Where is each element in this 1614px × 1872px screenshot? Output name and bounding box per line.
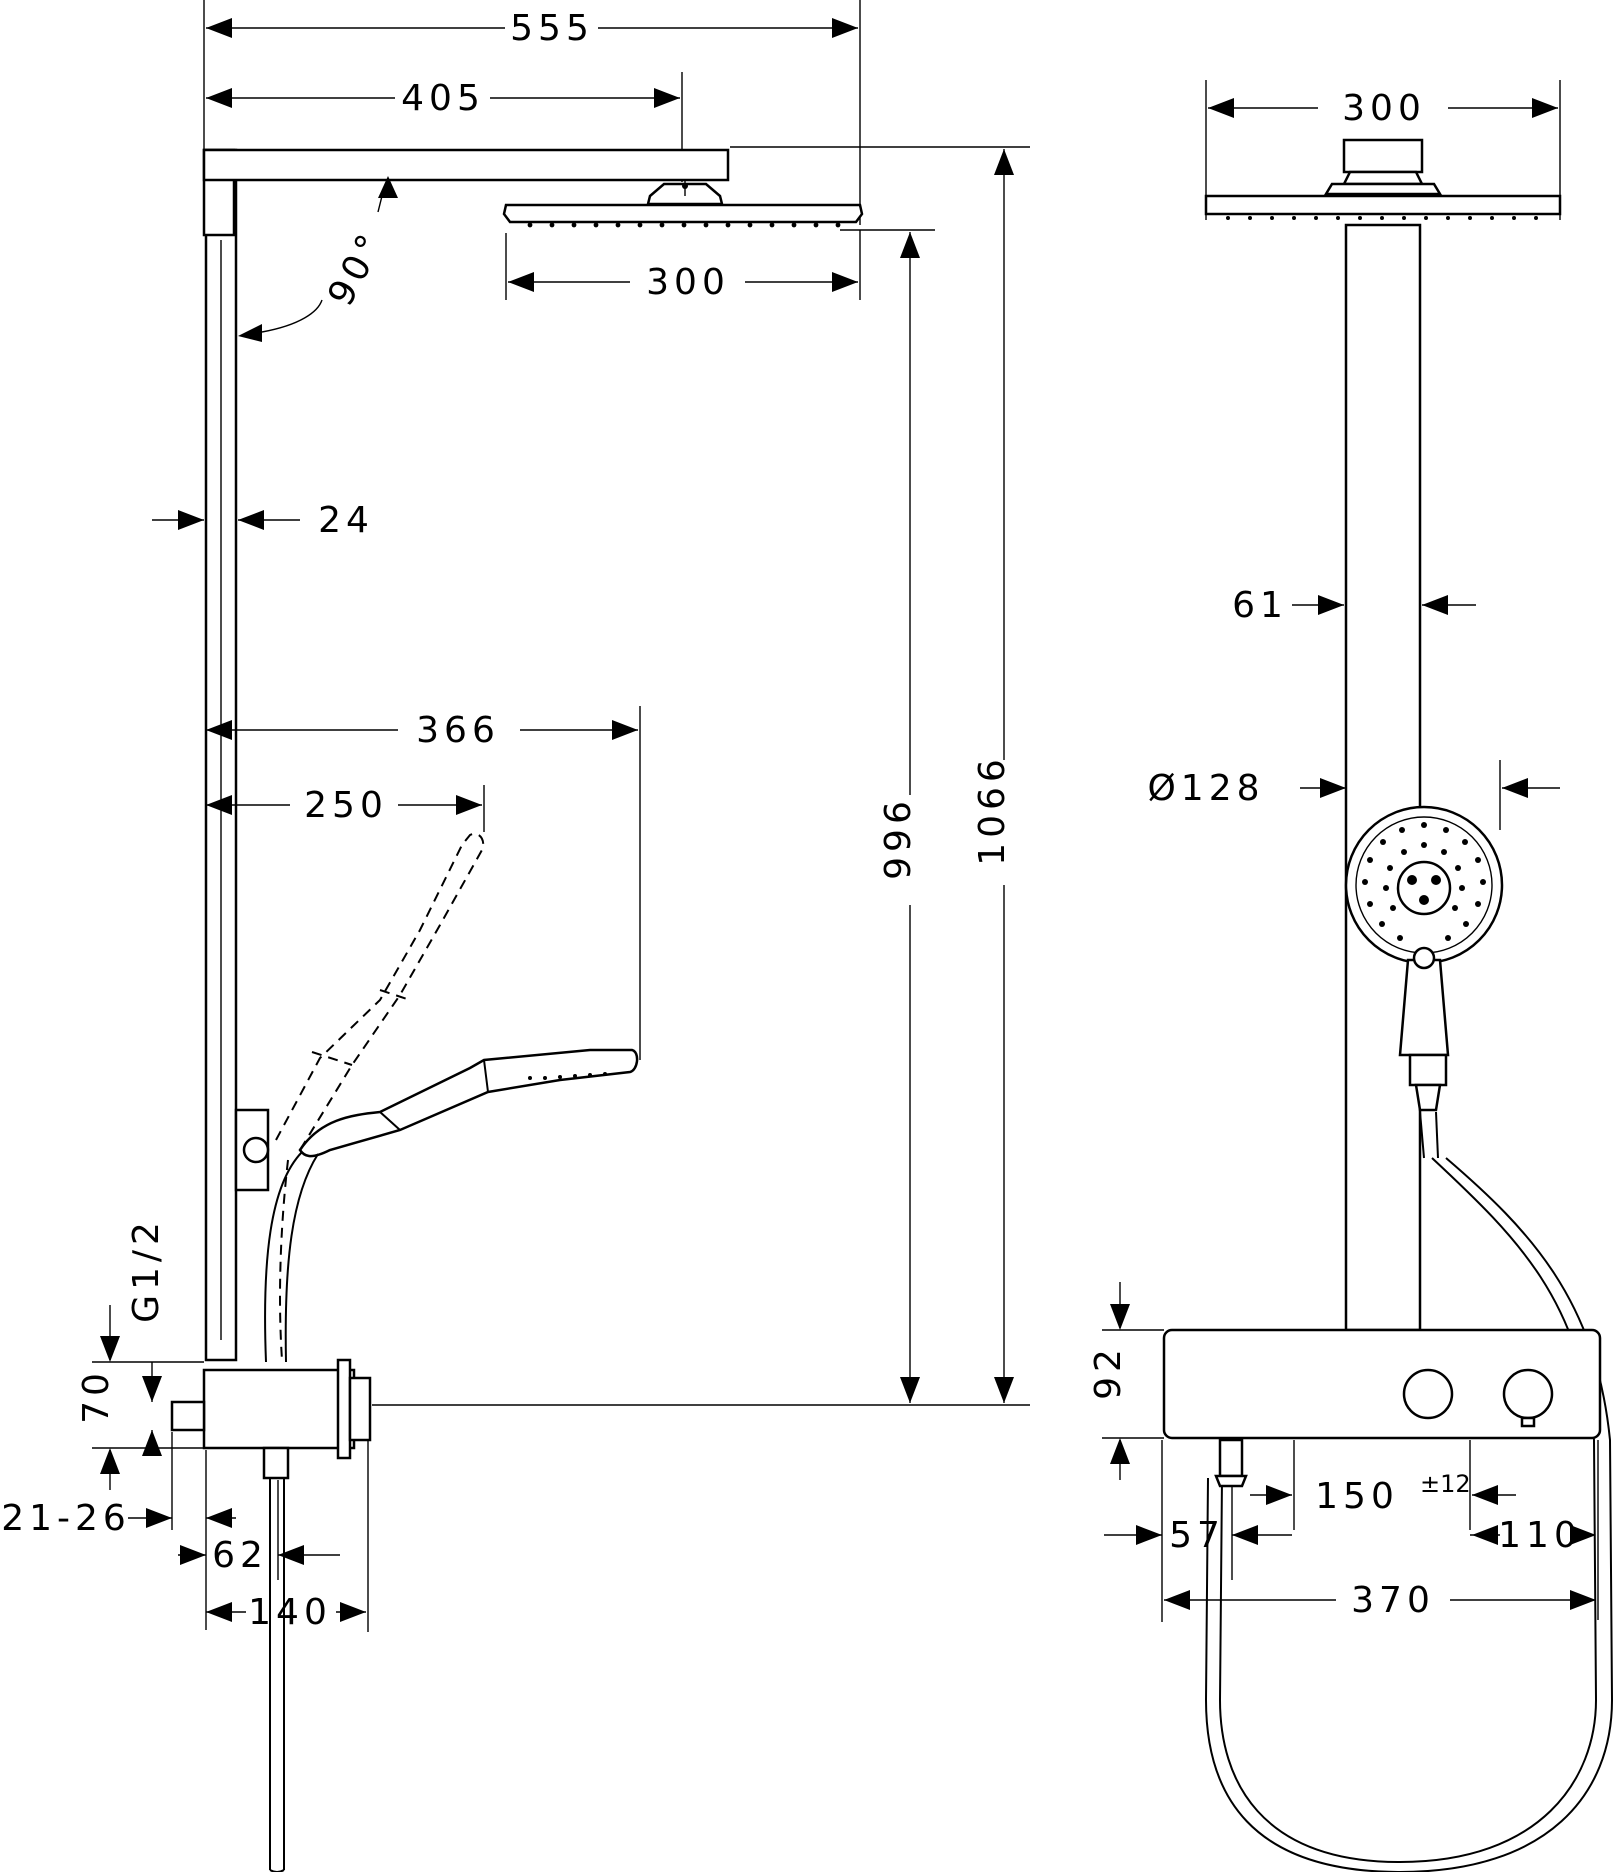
dim-300-side-label: 300: [646, 262, 730, 303]
dim-370-label: 370: [1351, 1580, 1435, 1621]
dim-370: 370: [1164, 1580, 1596, 1621]
thermostat-knob: [348, 1376, 372, 1442]
dim-61: 61: [1232, 585, 1476, 626]
dim-110-label: 110: [1498, 1515, 1582, 1556]
dim-21-26: 21-26: [1, 1432, 236, 1630]
dim-128: Ø128: [1147, 768, 1560, 809]
front-hand-shower-handle: [1398, 958, 1450, 1057]
dim-140-label: 140: [248, 1592, 332, 1633]
shower-head-nozzles: [527, 222, 841, 228]
thermostat-endcap: [336, 1358, 352, 1460]
dim-150-tolerance: ±12: [1420, 1470, 1471, 1498]
front-thermostat: [1162, 1328, 1602, 1440]
dim-g12: G1/2: [126, 1217, 167, 1323]
dim-555: 555: [206, 8, 858, 49]
dim-90-angle: 90°: [238, 176, 398, 342]
dim-92-label: 92: [1088, 1344, 1129, 1400]
shower-hose: [264, 1151, 303, 1363]
dim-128-label: Ø128: [1147, 768, 1264, 809]
dim-405-label: 405: [401, 78, 485, 119]
shower-arm: [202, 148, 730, 182]
dim-300-front-label: 300: [1342, 88, 1426, 129]
dim-70: 70: [76, 1305, 204, 1490]
dim-70-label: 70: [76, 1368, 117, 1424]
front-holder: [1408, 1053, 1448, 1087]
dim-57: 57: [1104, 1515, 1292, 1556]
dim-90-label: 90°: [320, 224, 393, 313]
hand-shower-nozzles: [528, 1072, 607, 1080]
dim-250-label: 250: [304, 785, 388, 826]
dim-150: 150 ±12: [1250, 1470, 1516, 1517]
dim-150-label: 150: [1315, 1476, 1399, 1517]
front-head-mount: [1342, 138, 1424, 174]
dim-g12-label: G1/2: [126, 1217, 167, 1323]
dim-1066-label: 1066: [972, 754, 1013, 866]
dim-57-label: 57: [1169, 1515, 1225, 1556]
front-hose: [1218, 1157, 1598, 1864]
front-view: 300 61 Ø128 92: [1088, 80, 1614, 1872]
dim-996-label: 996: [878, 796, 919, 880]
dim-24: 24: [152, 500, 374, 541]
front-hand-shower-nozzles: [1362, 822, 1486, 941]
side-view: 555 405 300 90°: [1, 0, 1030, 1872]
dim-405: 405: [206, 78, 680, 119]
front-shower-head: [1204, 194, 1562, 216]
dim-62: 62: [178, 1480, 340, 1580]
dim-300-side: 300: [508, 262, 858, 303]
shower-head: [502, 203, 864, 224]
front-head-nozzles: [1226, 216, 1538, 220]
dim-24-label: 24: [318, 500, 374, 541]
dim-110: 110: [1470, 1515, 1596, 1556]
dim-62-label: 62: [212, 1535, 268, 1576]
front-outlet: [1218, 1438, 1244, 1478]
dim-61-label: 61: [1232, 585, 1288, 626]
dim-300-front: 300: [1208, 88, 1558, 129]
front-pipe: [1344, 223, 1422, 1332]
hand-shower: [298, 1048, 639, 1158]
wall-connection: [170, 1400, 206, 1432]
dim-250: 250: [206, 785, 482, 826]
front-thermostat-knob-left: [1402, 1368, 1454, 1420]
dim-92: 92: [1088, 1282, 1130, 1480]
hand-shower-tilted: [275, 832, 485, 1151]
dim-1066: 1066: [972, 149, 1014, 1403]
dim-366: 366: [206, 710, 638, 751]
holder-knob: [242, 1136, 270, 1164]
thermostat-body: [202, 1368, 356, 1450]
dim-996: 996: [878, 232, 920, 1403]
dim-366-label: 366: [416, 710, 500, 751]
outlet-nut: [262, 1446, 290, 1480]
front-thermostat-knob-right: [1502, 1368, 1554, 1420]
dim-555-label: 555: [510, 8, 594, 49]
dim-140: 140: [206, 1440, 369, 1633]
dim-21-26-label: 21-26: [1, 1498, 131, 1539]
